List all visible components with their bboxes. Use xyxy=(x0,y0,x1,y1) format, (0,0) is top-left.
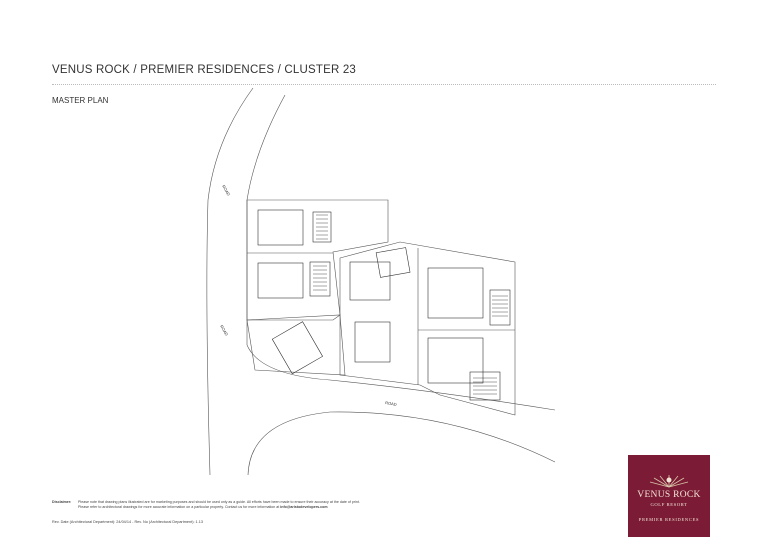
villa-footprints xyxy=(257,209,511,401)
logo-tagline: GOLF RESORT xyxy=(650,502,688,507)
disclaimer-text: Please note that drawing plans illustrat… xyxy=(78,500,360,504)
section-title: MASTER PLAN xyxy=(52,96,109,105)
road-edge xyxy=(246,94,286,345)
plot-boundary xyxy=(246,314,346,376)
plot-boundary xyxy=(246,199,389,321)
divider xyxy=(52,84,716,85)
road-edge xyxy=(247,411,556,476)
disclaimer-label: Disclaimer: xyxy=(52,500,72,504)
road-label: ROAD xyxy=(221,184,231,197)
sunburst-icon xyxy=(649,475,689,488)
venus-rock-logo: VENUS ROCK GOLF RESORT PREMIER RESIDENCE… xyxy=(628,455,710,537)
email-link[interactable]: info@aristodevelopers.com xyxy=(280,505,328,509)
logo-name: VENUS ROCK xyxy=(637,490,701,500)
road-label: ROAD xyxy=(385,400,397,407)
disclaimer-text: Please refer to architectural drawings f… xyxy=(78,505,280,509)
plot-boundary xyxy=(339,241,516,416)
logo-subtitle: PREMIER RESIDENCES xyxy=(638,517,700,522)
disclaimer: Disclaimer: Please note that drawing plan… xyxy=(52,500,452,510)
road-label: ROAD xyxy=(219,324,229,337)
page-title: VENUS ROCK / PREMIER RESIDENCES / CLUSTE… xyxy=(52,64,357,76)
road-edge xyxy=(246,344,556,411)
road-edge xyxy=(206,87,254,476)
revision-info: Rev. Date (Architectural Department): 24… xyxy=(52,520,203,524)
